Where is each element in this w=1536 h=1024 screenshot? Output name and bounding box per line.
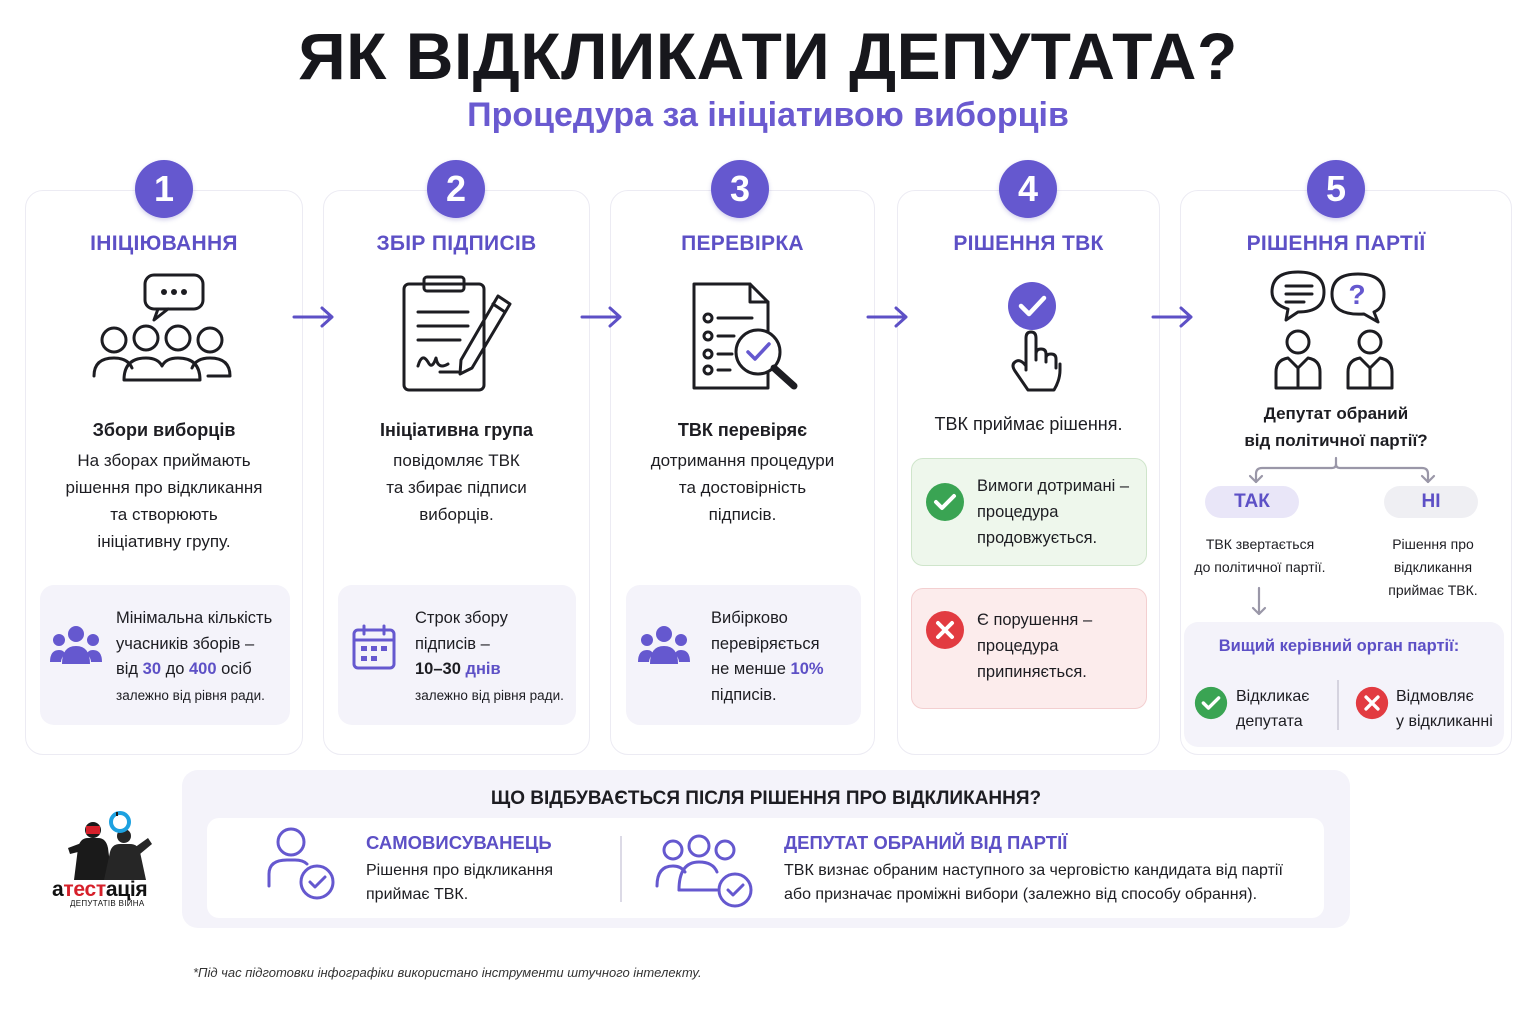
step-number-2: 2 bbox=[427, 160, 485, 218]
result-fail-box bbox=[911, 588, 1147, 709]
step-number-5: 5 bbox=[1307, 160, 1365, 218]
group-check-icon bbox=[655, 834, 753, 908]
step-name-1: ІНІЦІЮВАННЯ bbox=[90, 232, 238, 255]
logo-wordmark: атестація bbox=[52, 878, 148, 901]
step-number-4: 4 bbox=[999, 160, 1057, 218]
step-name-2: ЗБІР ПІДПИСІВ bbox=[376, 232, 537, 255]
logo-subtitle: ДЕПУТАТІВ ВІЙНА bbox=[70, 899, 145, 908]
page-subtitle: Процедура за ініціативою виборців bbox=[467, 96, 1069, 134]
no-pill: НІ bbox=[1384, 486, 1478, 518]
step-number-3: 3 bbox=[711, 160, 769, 218]
branch-arrows-icon bbox=[1248, 456, 1436, 484]
step-info-2 bbox=[338, 585, 576, 725]
cross-circle-icon bbox=[926, 611, 964, 649]
person-check-icon bbox=[267, 827, 335, 900]
svg-text:?: ? bbox=[1348, 279, 1365, 310]
footnote: *Під час підготовки інфографіки використ… bbox=[193, 965, 702, 980]
document-magnifier-icon bbox=[692, 282, 798, 390]
step-lead-4: ТВК приймає рішення. bbox=[934, 414, 1123, 434]
meeting-people-icon bbox=[92, 273, 232, 382]
step-name-3: ПЕРЕВІРКА bbox=[681, 232, 804, 255]
group-icon bbox=[638, 626, 690, 664]
step-lead-1: Збори виборців bbox=[92, 420, 236, 440]
arrow-right-icon bbox=[292, 306, 334, 328]
yes-pill: ТАК bbox=[1205, 486, 1299, 518]
cross-circle-icon bbox=[1355, 686, 1389, 720]
party-head: Вищий керівний орган партії: bbox=[1218, 637, 1460, 655]
clipboard-pen-icon bbox=[402, 275, 512, 392]
step-info-text-3: Вибірково перевіряється не менше 10% під… bbox=[711, 609, 824, 704]
step-info-text-1: Мінімальна кількість учасників зборів – … bbox=[116, 609, 273, 703]
arrow-right-icon bbox=[866, 306, 908, 328]
party-box bbox=[1184, 622, 1504, 747]
after-title: ЩО ВІДБУВАЄТЬСЯ ПІСЛЯ РІШЕННЯ ПРО ВІДКЛИ… bbox=[490, 788, 1042, 809]
hand-check-icon bbox=[1008, 282, 1062, 392]
check-circle-icon bbox=[926, 483, 964, 521]
check-circle-icon bbox=[1194, 686, 1228, 720]
after-self-head: САМОВИСУВАНЕЦЬ bbox=[366, 832, 552, 853]
atestatsiia-logo-icon bbox=[68, 811, 152, 880]
group-icon bbox=[50, 626, 102, 664]
arrow-right-icon bbox=[580, 306, 622, 328]
after-inner-box bbox=[207, 818, 1324, 918]
dialogue-people-icon: ? bbox=[1270, 270, 1394, 390]
step-name-4: РІШЕННЯ ТВК bbox=[953, 232, 1104, 255]
page-title: ЯК ВІДКЛИКАТИ ДЕПУТАТА? bbox=[298, 19, 1238, 93]
step-lead-2: Ініціативна група bbox=[380, 420, 533, 440]
step-number-1: 1 bbox=[135, 160, 193, 218]
step-lead-3: ТВК перевіряє bbox=[677, 420, 808, 440]
step-name-5: РІШЕННЯ ПАРТІЇ bbox=[1246, 232, 1426, 255]
after-divider bbox=[620, 836, 622, 902]
after-party-head: ДЕПУТАТ ОБРАНИЙ ВІД ПАРТІЇ bbox=[784, 832, 1068, 853]
step-info-text-2: Строк збору підписів – 10–30 днів залежн… bbox=[415, 609, 564, 703]
after-party-text: ТВК визнає обраним наступного за чергові… bbox=[784, 862, 1283, 903]
calendar-icon bbox=[352, 624, 396, 670]
arrow-down-icon bbox=[1251, 586, 1267, 616]
party-divider bbox=[1337, 680, 1339, 730]
arrow-right-icon bbox=[1151, 306, 1193, 328]
